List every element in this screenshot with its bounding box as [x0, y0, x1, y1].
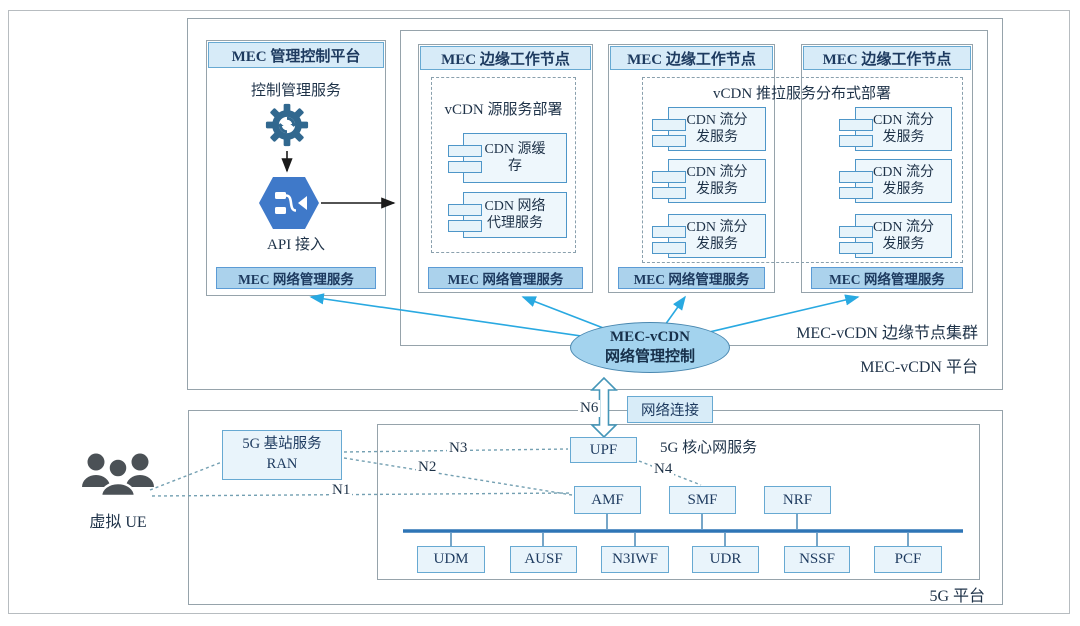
cdn-origin-cache-box: CDN 源缓 存 — [463, 133, 567, 183]
n3iwf-box: N3IWF — [601, 546, 669, 573]
upf-box: UPF — [570, 437, 637, 463]
outer-frame — [8, 10, 1070, 614]
vcdn-origin-deploy-dashbox — [431, 77, 576, 253]
vcdn-origin-deploy-label: vCDN 源服务部署 — [444, 102, 563, 118]
ausf-box: AUSF — [510, 546, 577, 573]
edge-node-2-header: MEC 边缘工作节点 — [610, 46, 773, 70]
virtual-ue-label: 虚拟 UE — [89, 514, 147, 531]
edge-node-1-header: MEC 边缘工作节点 — [420, 46, 591, 70]
node2-network-mgmt-bar: MEC 网络管理服务 — [618, 267, 765, 289]
cluster-label: MEC-vCDN 边缘节点集群 — [796, 325, 978, 342]
control-service-label: 控制管理服务 — [250, 83, 341, 99]
node1-network-mgmt-bar: MEC 网络管理服务 — [428, 267, 583, 289]
control-platform-header: MEC 管理控制平台 — [208, 42, 384, 68]
gear-sync-icon — [264, 102, 310, 148]
network-connect-box: 网络连接 — [627, 396, 713, 423]
udm-box: UDM — [417, 546, 485, 573]
vcdn-pushpull-label: vCDN 推拉服务分布式部署 — [713, 86, 891, 102]
n4-label: N4 — [652, 461, 675, 478]
n3-label: N3 — [447, 440, 470, 457]
control-platform-title: MEC 管理控制平台 — [231, 48, 361, 65]
control-network-mgmt-bar: MEC 网络管理服务 — [216, 267, 376, 289]
user-group-icon — [80, 447, 156, 505]
nrf-box: NRF — [764, 486, 831, 514]
amf-box: AMF — [574, 486, 641, 514]
n2-label: N2 — [416, 459, 439, 476]
platform-label: MEC-vCDN 平台 — [860, 359, 978, 376]
udr-box: UDR — [692, 546, 759, 573]
api-access-label: API 接入 — [267, 237, 325, 253]
api-hexagon-icon — [258, 176, 320, 230]
n1-label: N1 — [330, 482, 353, 499]
vcdn-pushpull-dashbox — [642, 77, 963, 263]
n6-label: N6 — [578, 400, 601, 417]
vcdn-network-control-ellipse: MEC-vCDN 网络管理控制 — [570, 322, 730, 373]
smf-box: SMF — [669, 486, 736, 514]
core-services-label: 5G 核心网服务 — [660, 440, 758, 456]
g5-platform-label: 5G 平台 — [929, 588, 985, 605]
edge-node-3-header: MEC 边缘工作节点 — [803, 46, 971, 70]
ran-box: 5G 基站服务 RAN — [222, 430, 342, 480]
nssf-box: NSSF — [784, 546, 850, 573]
mec-control-platform-box — [206, 40, 386, 296]
pcf-box: PCF — [874, 546, 942, 573]
node3-network-mgmt-bar: MEC 网络管理服务 — [811, 267, 963, 289]
